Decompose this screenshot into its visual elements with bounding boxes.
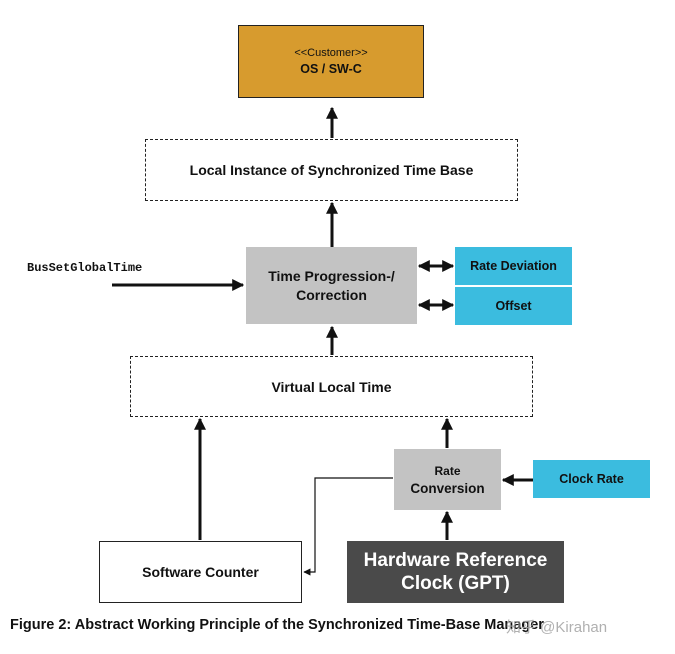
offset-label: Offset xyxy=(495,299,532,313)
hardware-clock-line1: Hardware Reference xyxy=(363,550,548,571)
offset-box: Offset xyxy=(455,287,572,325)
customer-label: OS / SW-C xyxy=(300,62,362,76)
hardware-clock-line2: Clock (GPT) xyxy=(401,573,510,594)
customer-os-swc-box: <<Customer>> OS / SW-C xyxy=(238,25,424,98)
clock-rate-box: Clock Rate xyxy=(533,460,650,498)
rate-conversion-line2: Conversion xyxy=(410,480,485,496)
customer-stereotype: <<Customer>> xyxy=(294,47,368,59)
rate-conversion-line1: Rate xyxy=(434,463,461,478)
virtual-local-time-label: Virtual Local Time xyxy=(271,378,392,395)
bus-set-global-time-label: BusSetGlobalTime xyxy=(27,261,143,275)
clock-rate-label: Clock Rate xyxy=(559,472,624,486)
time-progression-line2: Correction xyxy=(296,286,367,303)
hardware-clock-box: Hardware Reference Clock (GPT) xyxy=(347,541,564,603)
software-counter-label: Software Counter xyxy=(142,564,259,580)
watermark: 知乎 @Kirahan xyxy=(506,619,608,636)
local-instance-label: Local Instance of Synchronized Time Base xyxy=(189,162,474,178)
rate-deviation-label: Rate Deviation xyxy=(470,259,557,273)
arrow-rate-conversion-to-software-counter xyxy=(303,477,393,576)
software-counter-box: Software Counter xyxy=(99,541,302,603)
rate-deviation-box: Rate Deviation xyxy=(455,247,572,285)
local-instance-box: Local Instance of Synchronized Time Base xyxy=(145,139,518,201)
figure-caption: Figure 2: Abstract Working Principle of … xyxy=(10,617,544,633)
time-progression-line1: Time Progression-/ xyxy=(268,267,395,284)
rate-conversion-box: Rate Conversion xyxy=(394,449,501,510)
time-progression-box: Time Progression-/ Correction xyxy=(246,247,417,324)
virtual-local-time-box: Virtual Local Time xyxy=(130,356,533,417)
